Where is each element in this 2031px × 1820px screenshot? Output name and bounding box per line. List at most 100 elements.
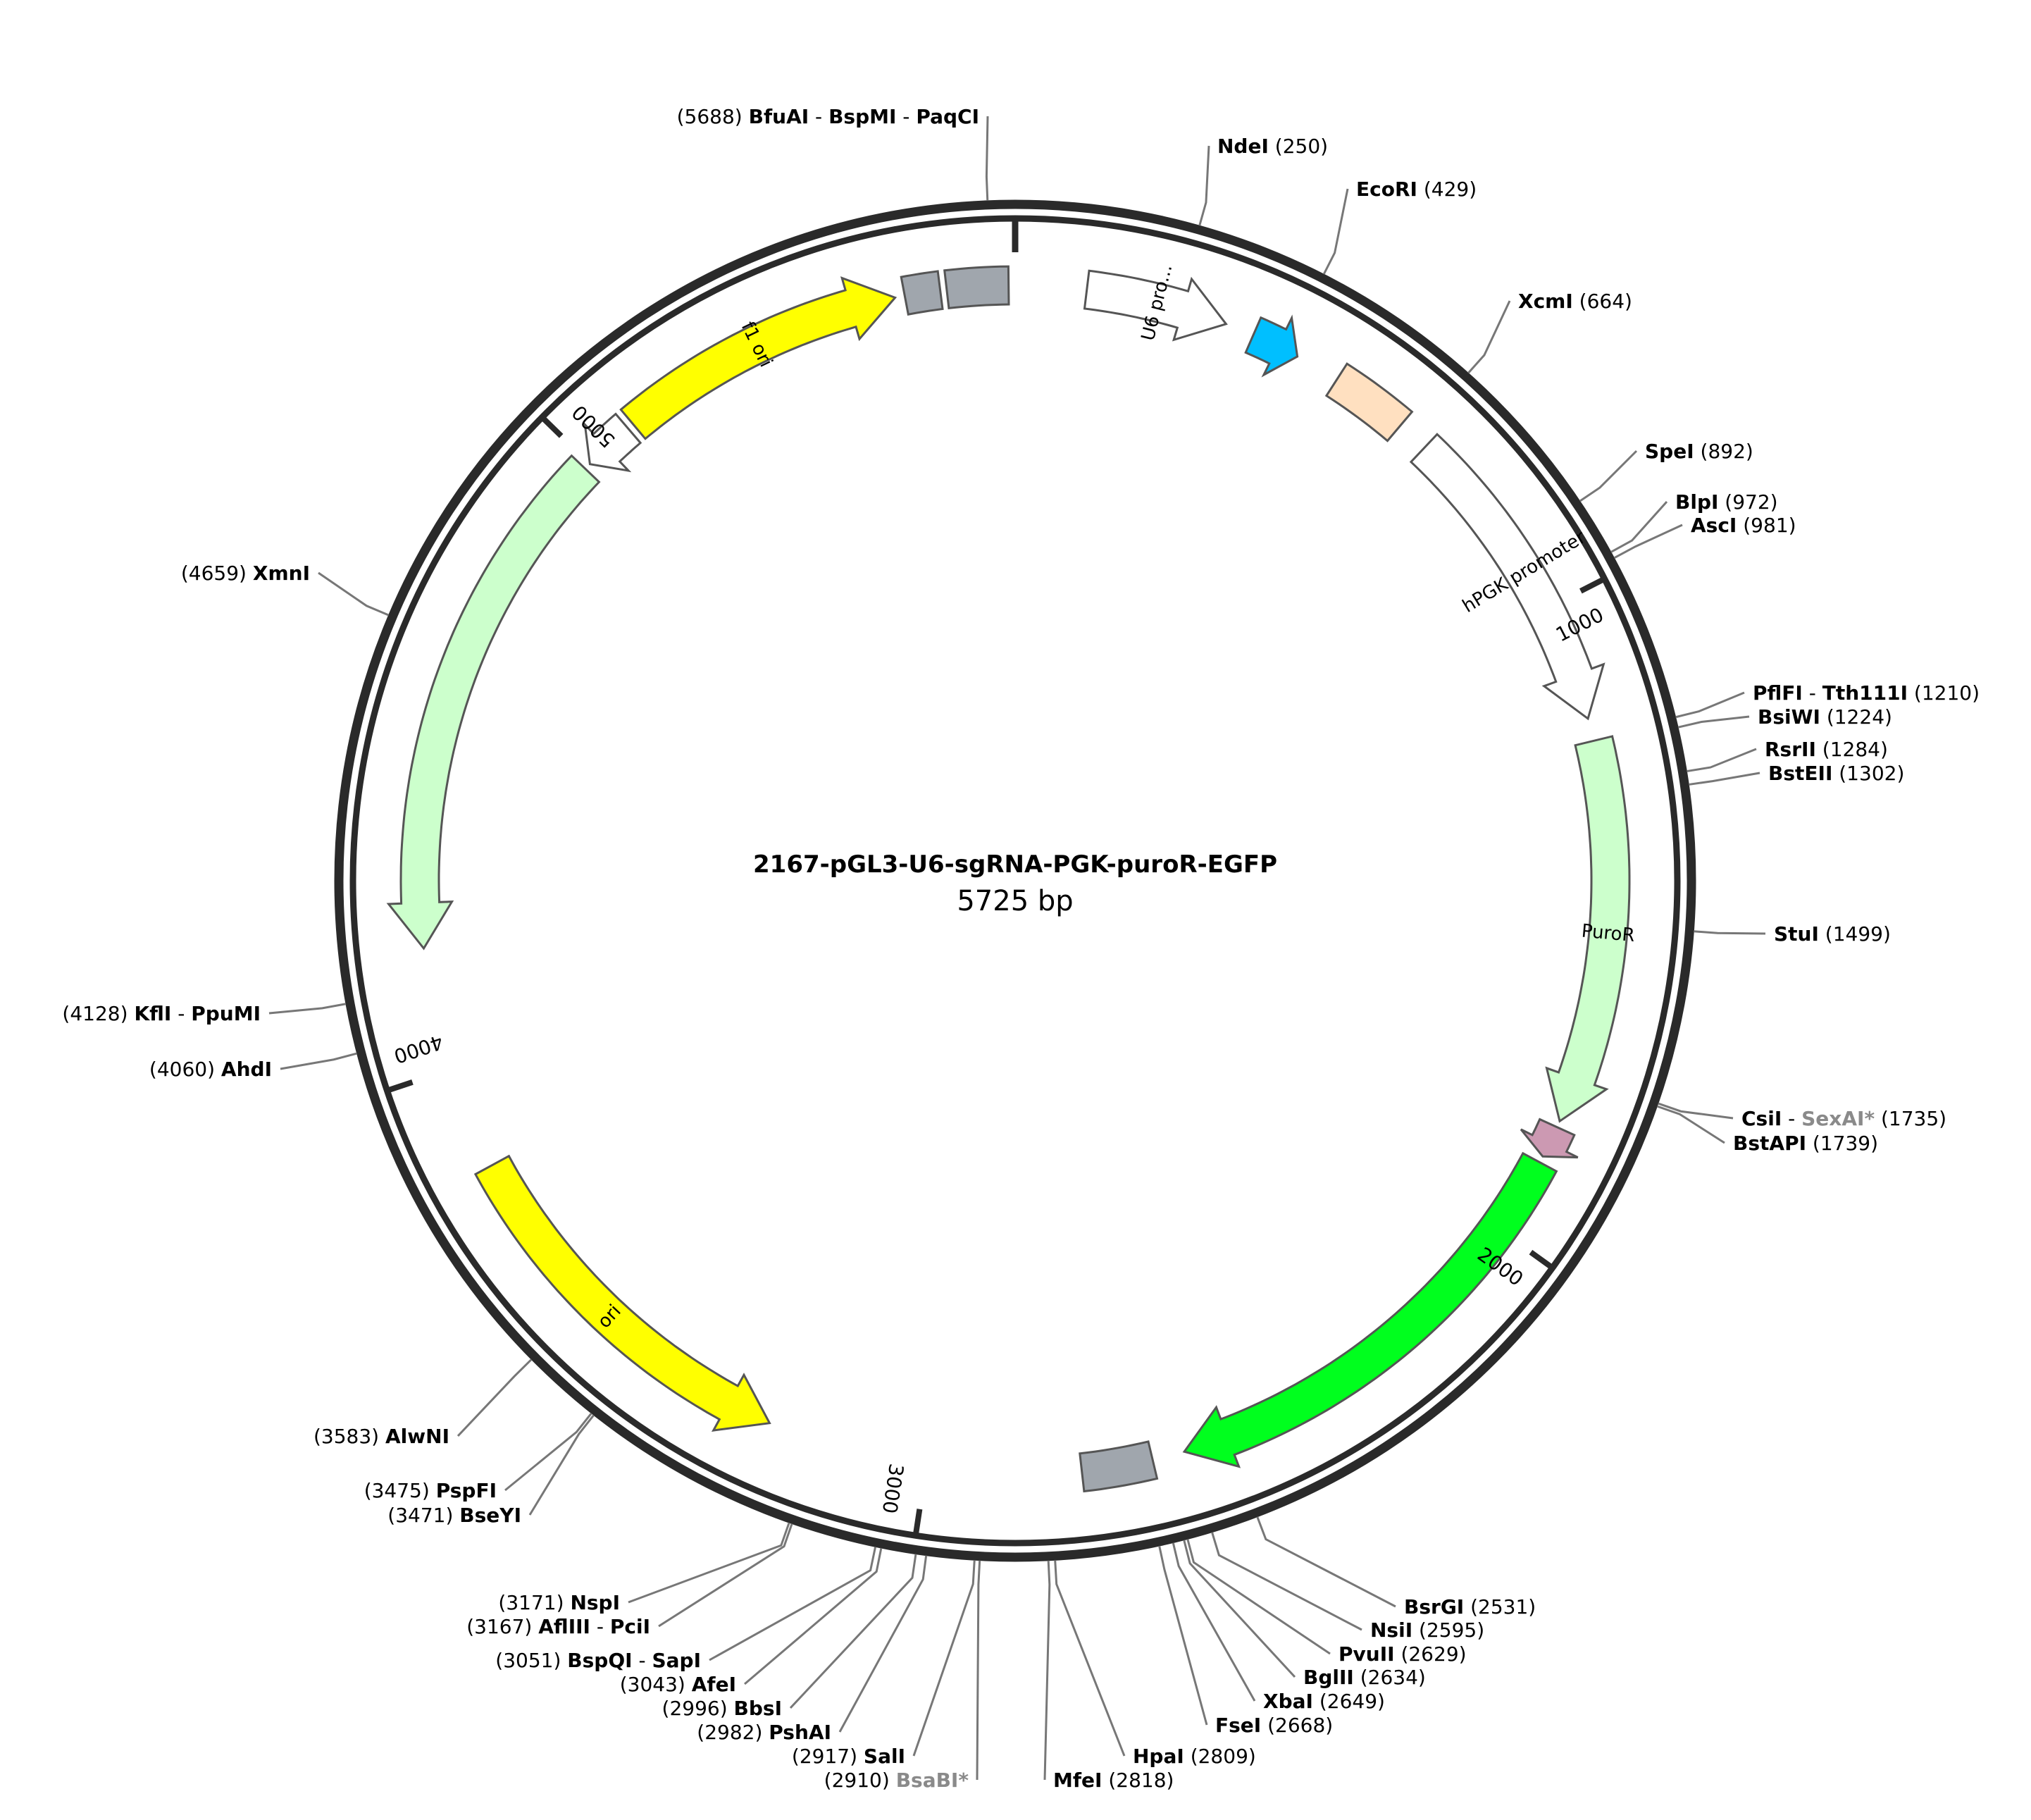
site-spacer (743, 105, 749, 128)
site-leader-line (1322, 188, 1349, 275)
site-rsrii[interactable]: RsrII (1284) (1687, 738, 1888, 773)
site-bsiwi[interactable]: BsiWI (1224) (1677, 705, 1892, 729)
site-leader-line (318, 571, 390, 617)
feature-egfp[interactable] (1182, 1151, 1558, 1468)
site-asci[interactable]: AscI (981) (1613, 514, 1796, 559)
site-position: (3475) (364, 1479, 430, 1502)
site-xbai[interactable]: XbaI (2649) (1172, 1542, 1385, 1713)
site-enzyme-name: XmnI (253, 562, 310, 585)
site-kfli[interactable]: (4128) KflI - PpuMI (62, 1002, 347, 1025)
site-csii[interactable]: CsiI - SexAI* (1735) (1658, 1102, 1946, 1130)
site-leader-line (789, 1554, 917, 1709)
site-nsii[interactable]: NsiI (2595) (1211, 1532, 1485, 1642)
site-position: (3583) (313, 1425, 379, 1448)
site-label: AscI (981) (1691, 514, 1796, 537)
feature-hpgk-promoter[interactable]: hPGK promoter (1409, 433, 1605, 721)
site-enzyme-name: MfeI (1053, 1769, 1102, 1792)
site-leader-line (628, 1522, 790, 1604)
site-alwni[interactable]: (3583) AlwNI (313, 1358, 533, 1448)
site-ndei[interactable]: NdeI (250) (1198, 135, 1328, 226)
site-bbsi[interactable]: (2996) BbsI (662, 1554, 917, 1720)
feature-puror[interactable]: PuroR (1545, 735, 1636, 1123)
feature-ampr[interactable] (386, 454, 601, 951)
site-label: (5688) BfuAI - BspMI - PaqCI (677, 105, 979, 128)
site-enzyme-name: PciI (610, 1615, 650, 1638)
site-label: SpeI (892) (1645, 440, 1753, 463)
site-bfuai[interactable]: (5688) BfuAI - BspMI - PaqCI (677, 105, 989, 201)
site-hpai[interactable]: HpaI (2809) (1054, 1560, 1256, 1768)
site-pshai[interactable]: (2982) PshAI (697, 1555, 928, 1744)
site-enzyme-name: EcoRI (1356, 178, 1417, 201)
feature-misc-gray-1[interactable] (900, 270, 944, 316)
site-enzyme-name: BseYI (459, 1504, 521, 1527)
feature-amp-promoter[interactable] (583, 412, 642, 473)
site-bstapi[interactable]: BstAPI (1739) (1656, 1105, 1878, 1155)
site-position: (1210) (1908, 681, 1980, 705)
site-leader-line (985, 116, 989, 201)
site-label: HpaI (2809) (1133, 1745, 1256, 1768)
site-label: (2982) PshAI (697, 1721, 831, 1744)
site-bsabi[interactable]: (2910) BsaBI* (824, 1560, 981, 1792)
feature-f1-ori[interactable]: f1 ori (619, 276, 898, 440)
site-enzyme-name: XbaI (1263, 1690, 1313, 1713)
feature-sgrna[interactable] (1244, 314, 1299, 378)
site-label: (2917) SalI (792, 1745, 905, 1768)
site-pflfi[interactable]: PflFI - Tth111I (1210) (1675, 681, 1980, 719)
site-enzyme-name: SapI (652, 1649, 701, 1672)
site-position: (2649) (1313, 1690, 1385, 1713)
site-spacer (890, 1769, 896, 1792)
feature-2a-peptide[interactable] (1520, 1118, 1579, 1159)
site-bspqi[interactable]: (3051) BspQI - SapI (495, 1547, 877, 1672)
site-label: BsiWI (1224) (1758, 705, 1892, 729)
site-label: (4060) AhdI (149, 1058, 272, 1081)
site-bglii[interactable]: BglII (2634) (1183, 1540, 1426, 1689)
site-enzyme-name: NsiI (1370, 1618, 1412, 1642)
site-fsei[interactable]: FseI (2668) (1158, 1545, 1334, 1737)
site-enzyme-name: PvuII (1339, 1642, 1395, 1666)
site-position: (250) (1269, 135, 1328, 158)
site-enzyme-name: AflIII (538, 1615, 590, 1638)
site-position: (2917) (792, 1745, 857, 1768)
site-bseyi[interactable]: (3471) BseYI (387, 1414, 595, 1527)
feature-misc-gray-2[interactable] (943, 265, 1010, 310)
feature-u6-promoter[interactable]: U6 pro... (1083, 262, 1228, 343)
site-position: (4060) (149, 1058, 215, 1081)
site-leader-line (838, 1555, 928, 1733)
site-leader-line (1658, 1102, 1734, 1120)
feature-shape (943, 265, 1010, 310)
site-leader-line (1694, 930, 1766, 935)
site-enzyme-name: BsaBI* (896, 1769, 969, 1792)
site-enzyme-name: SalI (864, 1745, 905, 1768)
site-leader-line (1043, 1560, 1051, 1781)
site-spacer (728, 1697, 734, 1720)
site-xmni[interactable]: (4659) XmnI (181, 562, 390, 617)
site-bsteii[interactable]: BstEII (1302) (1689, 762, 1904, 786)
plasmid-name: 2167-pGL3-U6-sgRNA-PGK-puroR-EGFP (753, 850, 1277, 879)
feature-ori[interactable]: ori (473, 1154, 771, 1432)
site-nspi[interactable]: (3171) NspI (498, 1522, 790, 1614)
site-label: XbaI (2649) (1263, 1690, 1385, 1713)
site-pvuii[interactable]: PvuII (2629) (1186, 1539, 1467, 1666)
site-bsrgi[interactable]: BsrGI (2531) (1256, 1516, 1536, 1618)
site-leader-line (1613, 524, 1683, 559)
site-label: (4128) KflI - PpuMI (62, 1002, 261, 1025)
site-separator: - (896, 105, 916, 128)
site-afei[interactable]: (3043) AfeI (620, 1547, 883, 1696)
site-afliii[interactable]: (3167) AflIII - PciI (466, 1523, 793, 1638)
feature-misc-feature-peach[interactable] (1324, 362, 1414, 442)
site-spei[interactable]: SpeI (892) (1579, 440, 1753, 502)
site-enzyme-name: Tth111I (1822, 681, 1908, 705)
site-stui[interactable]: StuI (1499) (1694, 922, 1891, 946)
site-enzyme-name: AfeI (692, 1673, 736, 1696)
site-mfei[interactable]: MfeI (2818) (1043, 1560, 1174, 1792)
site-pspfi[interactable]: (3475) PspFI (364, 1412, 592, 1502)
site-ahdi[interactable]: (4060) AhdI (149, 1052, 357, 1081)
site-xcmi[interactable]: XcmI (664) (1467, 290, 1632, 374)
site-separator: - (590, 1615, 610, 1638)
site-label: RsrII (1284) (1765, 738, 1888, 761)
site-enzyme-name: NdeI (1217, 135, 1269, 158)
site-blpi[interactable]: BlpI (972) (1610, 490, 1778, 553)
site-sali[interactable]: (2917) SalI (792, 1560, 976, 1768)
feature-polya-signal[interactable] (1079, 1440, 1159, 1493)
site-ecori[interactable]: EcoRI (429) (1322, 178, 1477, 275)
